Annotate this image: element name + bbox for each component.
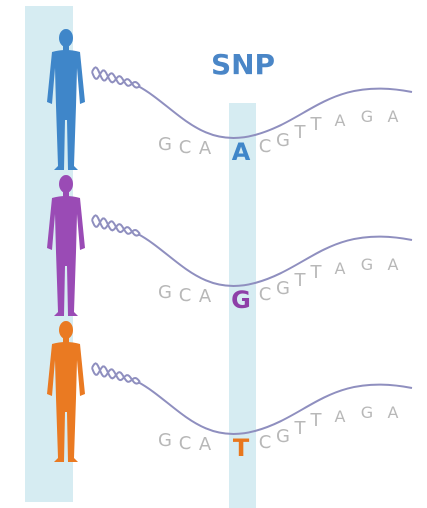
base-letter: G: [158, 282, 172, 303]
base-letter: A: [199, 286, 212, 307]
base-letter: C: [259, 136, 272, 157]
snp-base: A: [232, 138, 251, 166]
snp-title: SNP: [211, 48, 275, 81]
base-letter: A: [335, 407, 346, 426]
base-letter: A: [335, 111, 346, 130]
base-letter: G: [361, 255, 373, 274]
base-letter: G: [361, 403, 373, 422]
base-letter: C: [179, 137, 192, 158]
base-letter: A: [199, 434, 212, 455]
base-letter: A: [335, 259, 346, 278]
base-letter: G: [158, 134, 172, 155]
dna-helix-icon: [92, 67, 140, 87]
base-letter: A: [388, 403, 399, 422]
base-letter: T: [294, 270, 307, 291]
base-letter: T: [310, 262, 323, 283]
base-letter: A: [388, 107, 399, 126]
base-letter: T: [294, 418, 307, 439]
snp-base: T: [233, 434, 250, 462]
base-letter: C: [179, 285, 192, 306]
dna-helix-icon: [92, 215, 140, 235]
base-letter: A: [388, 255, 399, 274]
base-letter: A: [199, 138, 212, 159]
base-letter: G: [276, 130, 290, 151]
base-letter: T: [294, 122, 307, 143]
base-letter: C: [259, 432, 272, 453]
base-letter: C: [179, 433, 192, 454]
base-letter: G: [276, 278, 290, 299]
base-letter: T: [310, 114, 323, 135]
snp-base: G: [231, 286, 251, 314]
base-letter: T: [310, 410, 323, 431]
base-letter: G: [361, 107, 373, 126]
base-letter: G: [158, 430, 172, 451]
base-letter: C: [259, 284, 272, 305]
dna-helix-icon: [92, 363, 140, 383]
base-letter: G: [276, 426, 290, 447]
